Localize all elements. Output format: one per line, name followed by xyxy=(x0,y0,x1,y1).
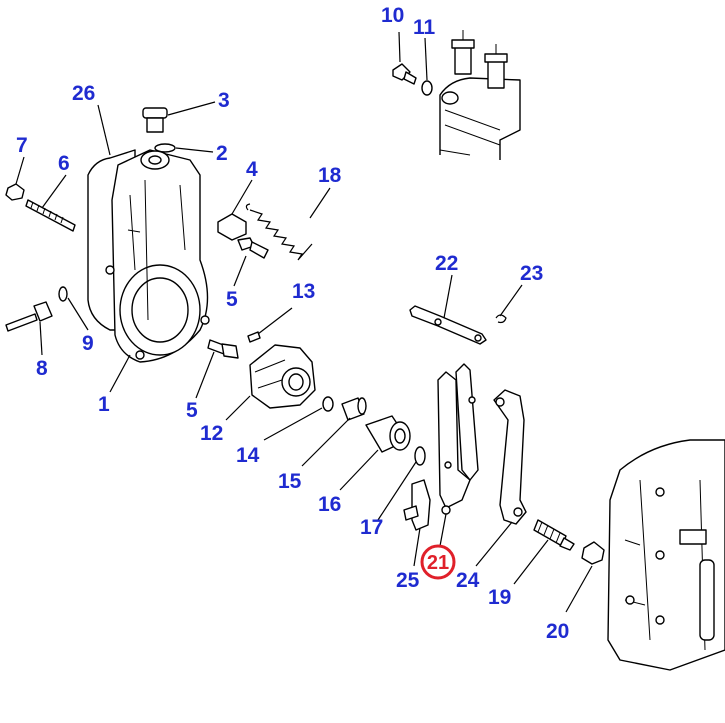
callout-22: 22 xyxy=(435,252,458,275)
bolt-5a xyxy=(237,237,269,259)
callout-5-lower: 5 xyxy=(186,399,198,422)
bolt-5b xyxy=(207,339,239,359)
callout-16: 16 xyxy=(318,493,341,516)
callout-24: 24 xyxy=(456,569,480,592)
bolt-8 xyxy=(5,301,53,332)
link-22 xyxy=(409,305,487,345)
clip-23 xyxy=(495,314,507,324)
nut-20 xyxy=(581,541,605,565)
bearing-16 xyxy=(365,415,411,453)
governor-cover-assembly xyxy=(607,439,725,671)
bolt-10 xyxy=(392,63,417,85)
stud-6 xyxy=(25,199,76,232)
callout-3: 3 xyxy=(218,89,230,112)
block-25 xyxy=(403,479,431,531)
washer-17 xyxy=(414,446,426,466)
callout-6: 6 xyxy=(58,152,70,175)
callout-21: 21 xyxy=(427,552,449,574)
screw-19 xyxy=(533,519,575,551)
callout-18: 18 xyxy=(318,164,342,187)
injection-pump-fragment xyxy=(439,30,521,160)
callout-1: 1 xyxy=(98,393,110,416)
callout-10: 10 xyxy=(381,4,404,27)
callout-17: 17 xyxy=(360,516,383,539)
callout-4: 4 xyxy=(246,158,258,181)
lever-21 xyxy=(437,363,479,515)
callout-labels: 10 11 26 3 2 7 6 4 18 5 13 9 8 1 5 12 14… xyxy=(16,4,569,643)
callout-2: 2 xyxy=(216,142,228,165)
leader-lines xyxy=(15,31,593,613)
bushing-15 xyxy=(341,397,367,421)
lever-24 xyxy=(493,389,527,525)
spring-18 xyxy=(245,203,313,261)
callout-7: 7 xyxy=(16,134,28,157)
callout-20: 20 xyxy=(546,620,569,643)
callout-9: 9 xyxy=(82,332,94,355)
callout-12: 12 xyxy=(200,422,223,445)
washer-11 xyxy=(421,80,433,96)
bracket-4 xyxy=(217,213,247,241)
flyweight-12 xyxy=(249,344,316,409)
callout-13: 13 xyxy=(292,280,315,303)
callout-8: 8 xyxy=(36,357,48,380)
pin-13 xyxy=(247,331,261,343)
washer-9 xyxy=(58,286,68,302)
callout-19: 19 xyxy=(488,586,511,609)
highlight-circle-21 xyxy=(420,544,456,580)
callout-14: 14 xyxy=(236,444,260,467)
o-ring-2 xyxy=(154,143,176,153)
callout-15: 15 xyxy=(278,470,302,493)
governor-housing-1 xyxy=(105,149,210,363)
callout-26: 26 xyxy=(72,82,95,105)
callout-11: 11 xyxy=(413,16,436,39)
callout-5-upper: 5 xyxy=(226,288,238,311)
snap-ring-14 xyxy=(322,396,334,412)
plug-3 xyxy=(142,107,168,133)
nut-7 xyxy=(5,183,25,201)
callout-25: 25 xyxy=(396,569,420,592)
callout-23: 23 xyxy=(520,262,543,285)
